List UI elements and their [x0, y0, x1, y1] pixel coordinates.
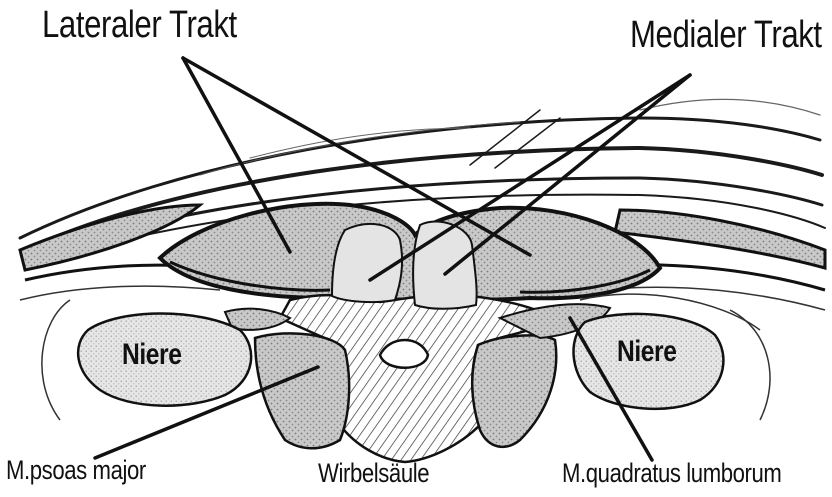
- label-psoas-major: M.psoas major: [6, 455, 146, 486]
- label-lateral-tract: Lateraler Trakt: [42, 4, 237, 47]
- label-kidney-left: Niere: [122, 338, 181, 372]
- label-quadratus-lumborum: M.quadratus lumborum: [562, 458, 781, 489]
- label-medial-tract: Medialer Trakt: [630, 14, 822, 57]
- label-spine: Wirbelsäule: [318, 458, 429, 489]
- label-kidney-right: Niere: [617, 335, 676, 369]
- paraspinal-muscles: [160, 204, 660, 300]
